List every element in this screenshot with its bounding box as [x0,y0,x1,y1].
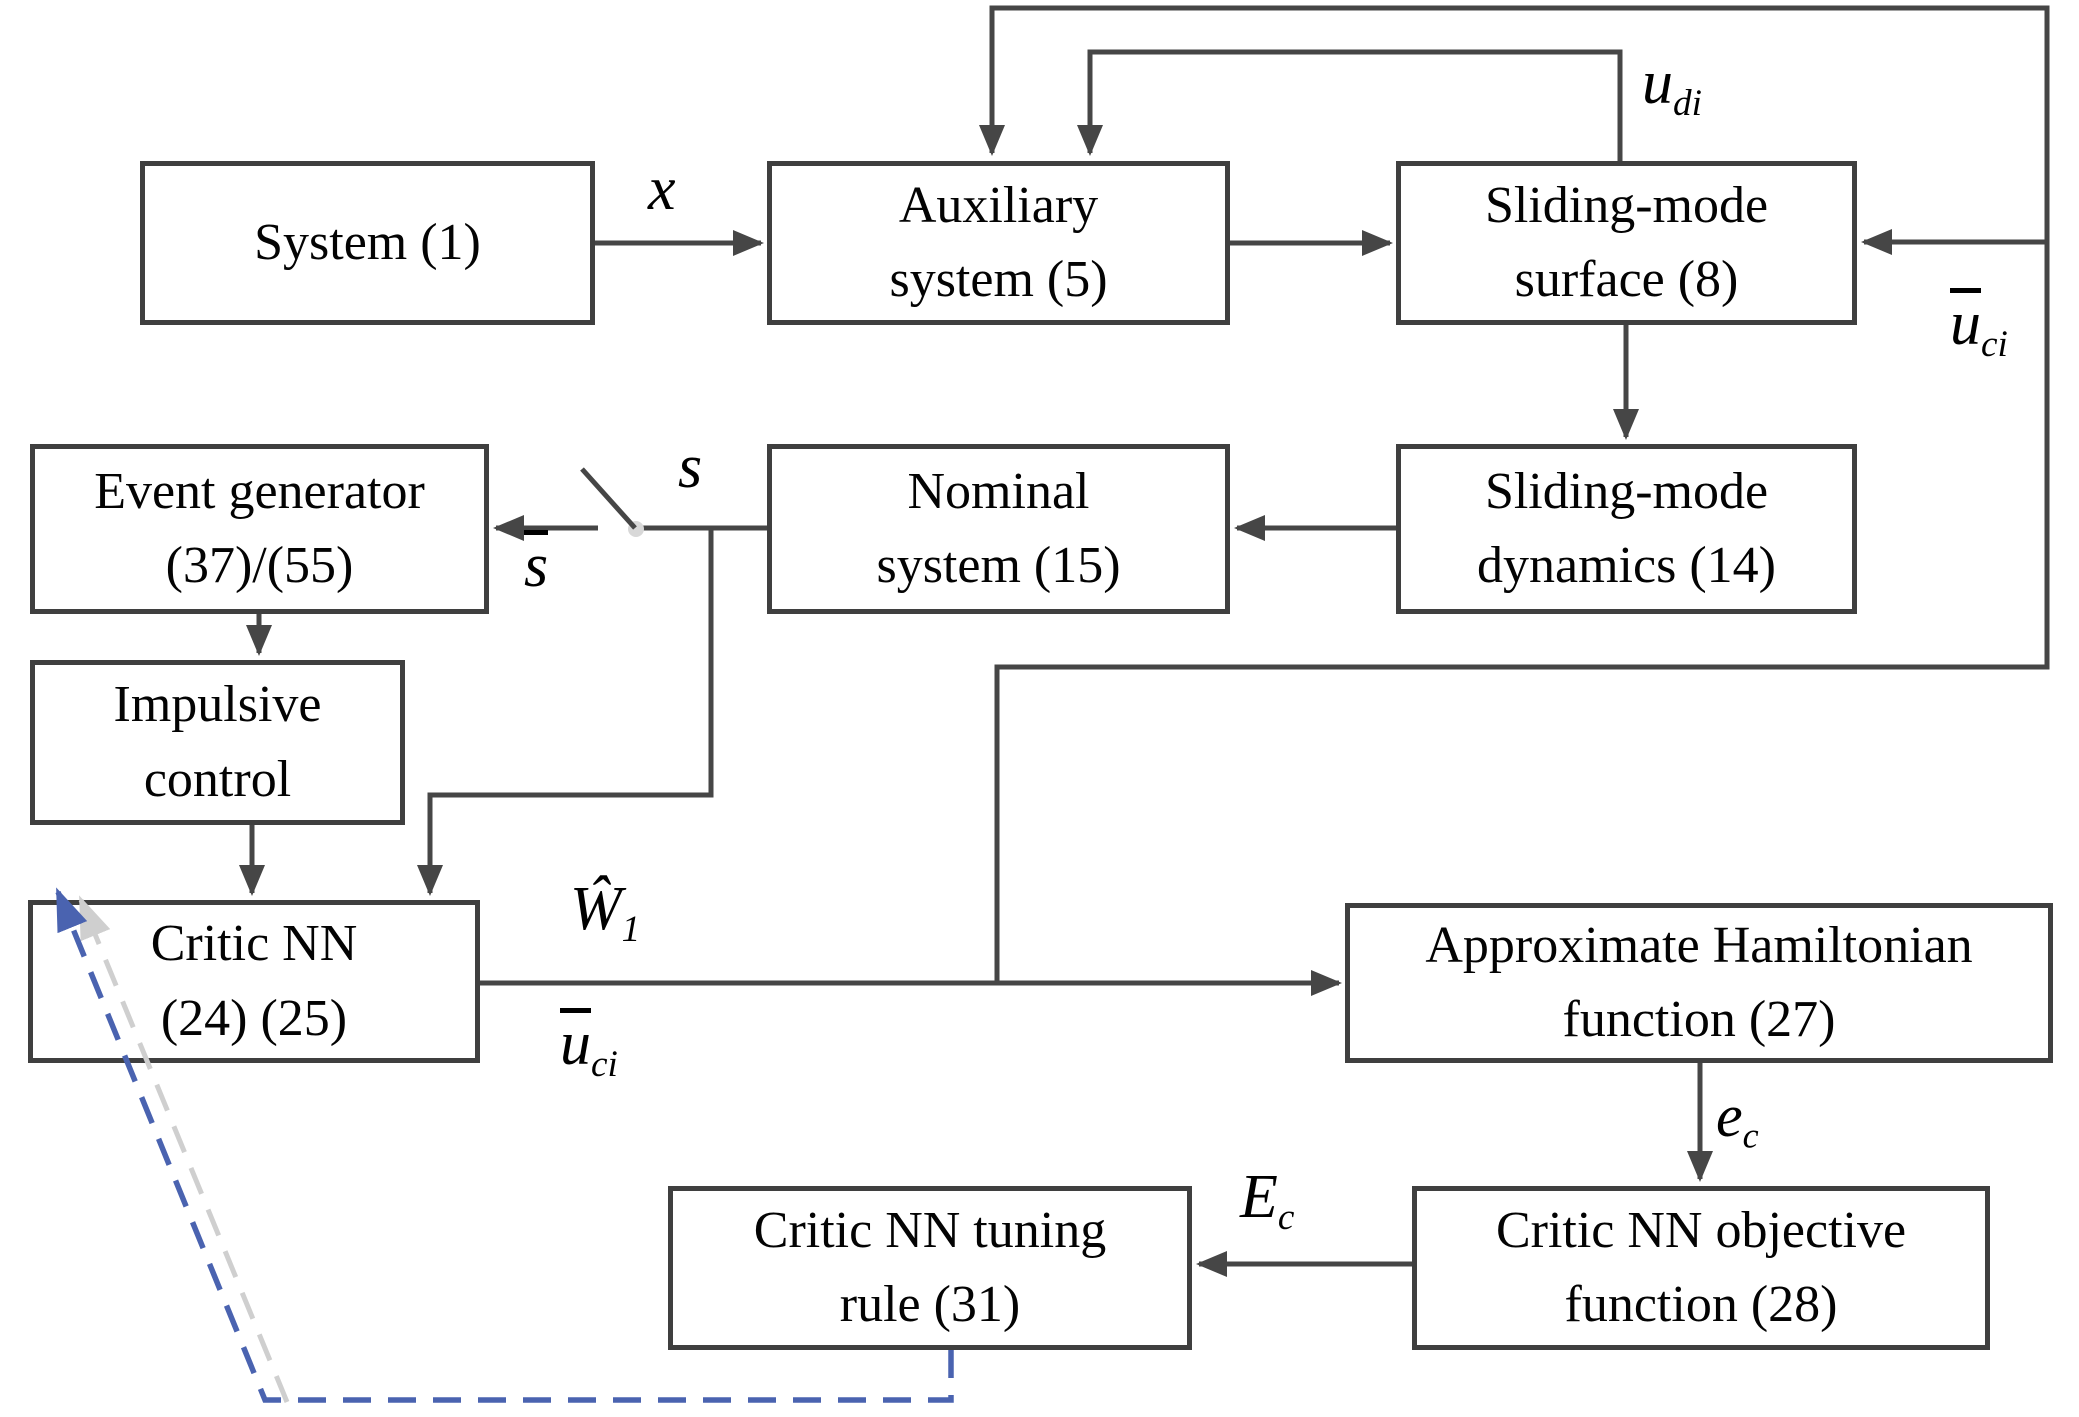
label-u-ci-output-sub: ci [591,1043,618,1085]
label-w-hat-1: Ŵ1 [570,878,640,948]
box-nominal-system-line1: Nominal [907,462,1090,520]
label-w-hat-1-sub: 1 [621,908,641,950]
box-approximate-hamiltonian-line1: Approximate Hamiltonian [1425,916,1973,974]
box-critic-nn-tuning-rule: Critic NN tuning rule (31) [668,1186,1192,1350]
box-critic-nn-tuning-rule-line2: rule (31) [839,1276,1021,1333]
box-approximate-hamiltonian: Approximate Hamiltonian function (27) [1345,903,2053,1063]
box-impulsive-control: Impulsive control [30,660,405,825]
box-event-generator-line2: (37)/(55) [165,537,354,594]
box-sliding-mode-surface-line1: Sliding-mode [1484,176,1769,234]
label-s-base: s [678,433,703,501]
box-impulsive-control-line1: Impulsive [113,676,322,734]
box-auxiliary-system: Auxiliary system (5) [767,161,1230,325]
label-w-hat-1-base: Ŵ [570,875,622,943]
box-nominal-system: Nominal system (15) [767,444,1230,614]
box-sliding-mode-dynamics-line2: dynamics (14) [1477,537,1776,594]
box-event-generator-line1: Event generator [94,462,425,520]
box-critic-nn-tuning-rule-line1: Critic NN tuning [753,1201,1107,1259]
label-e-c: ec [1716,1086,1759,1154]
box-critic-nn-objective-line1: Critic NN objective [1495,1201,1907,1259]
box-system-label: System (1) [254,213,481,271]
label-u-ci-right: uci [1950,288,2008,363]
label-u-di-base: u [1642,49,1673,117]
label-s: s [678,436,702,506]
label-E-c-base: E [1240,1163,1278,1231]
label-x-base: x [648,155,676,223]
box-system: System (1) [140,161,595,325]
switch-hinge-dot [628,521,644,537]
label-x: x [648,158,676,228]
box-critic-nn-line1: Critic NN [150,915,358,973]
box-sliding-mode-dynamics: Sliding-mode dynamics (14) [1396,444,1857,614]
line-udi-feedback-loop [1077,49,1623,161]
box-sliding-mode-surface: Sliding-mode surface (8) [1396,161,1857,325]
label-s-bar-base: s [524,530,549,600]
box-critic-nn-objective-line2: function (28) [1564,1276,1838,1333]
label-s-bar: s [524,530,549,605]
box-critic-nn-objective: Critic NN objective function (28) [1412,1186,1990,1350]
label-u-ci-output-base: u [560,1008,591,1078]
label-E-c-sub: c [1277,1196,1295,1238]
label-E-c: Ec [1240,1166,1294,1236]
box-approximate-hamiltonian-line2: function (27) [1562,991,1836,1048]
box-sliding-mode-dynamics-line1: Sliding-mode [1484,462,1769,520]
label-u-ci-right-sub: ci [1981,323,2008,365]
box-critic-nn-line2: (24) (25) [160,989,348,1047]
label-u-di-sub: di [1673,82,1702,124]
label-e-c-base: e [1716,1083,1743,1149]
label-u-ci-output: uci [560,1008,618,1083]
box-nominal-system-line2: system (15) [876,537,1121,594]
label-u-ci-right-base: u [1950,288,1981,358]
box-auxiliary-system-line1: Auxiliary [898,176,1099,234]
box-sliding-mode-surface-line2: surface (8) [1514,251,1739,308]
switch-blade [580,467,637,530]
box-impulsive-control-line2: control [143,750,292,808]
label-e-c-sub: c [1742,1115,1759,1156]
box-event-generator: Event generator (37)/(55) [30,444,489,614]
box-auxiliary-system-line2: system (5) [889,251,1108,308]
label-u-di: udi [1642,52,1702,122]
box-critic-nn: Critic NN (24) (25) [28,900,480,1063]
